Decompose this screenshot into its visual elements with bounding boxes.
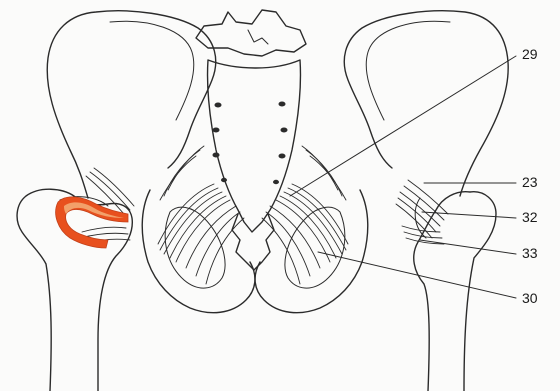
right-sacroiliac-ligaments bbox=[262, 146, 348, 284]
left-ischium bbox=[142, 190, 255, 313]
left-ilium-inner-contour bbox=[110, 21, 194, 120]
leader-line-30 bbox=[318, 252, 516, 298]
leader-line-29 bbox=[290, 56, 516, 196]
l5-vertebra-spinous bbox=[248, 30, 268, 44]
sacral-foramina bbox=[213, 102, 288, 185]
label-30: 30 bbox=[522, 291, 538, 305]
coccyx bbox=[232, 214, 274, 270]
highlighted-ligament bbox=[56, 197, 128, 248]
l5-vertebra bbox=[196, 10, 306, 56]
right-obturator bbox=[285, 207, 345, 288]
right-ilium bbox=[344, 11, 508, 196]
label-29: 29 bbox=[522, 47, 538, 61]
label-32: 32 bbox=[522, 210, 538, 224]
label-23: 23 bbox=[522, 175, 538, 189]
right-ischium bbox=[255, 190, 368, 313]
right-greater-trochanter bbox=[415, 198, 426, 238]
leader-line-32 bbox=[422, 212, 516, 218]
left-ilium bbox=[47, 11, 216, 198]
label-33: 33 bbox=[522, 246, 538, 260]
leader-lines bbox=[290, 56, 516, 298]
leader-line-33 bbox=[420, 240, 516, 254]
